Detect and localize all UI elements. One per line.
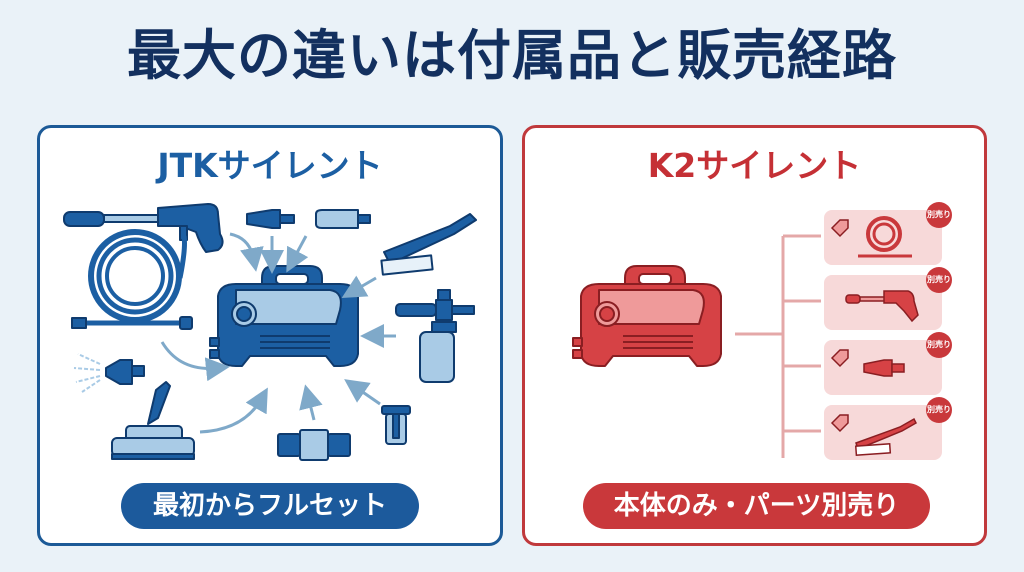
brush-icon (380, 213, 477, 276)
sold-separately-badge: 別売り (926, 397, 952, 423)
pressure-washer-unit-icon (572, 265, 722, 367)
page-title: 最大の違いは付属品と販売経路 (127, 24, 897, 87)
jtk-accessories-illustration (63, 203, 477, 461)
price-tag-icon (830, 219, 849, 238)
jtk-panel: JTKサイレント (37, 125, 503, 546)
jtk-panel-title: JTKサイレント (157, 146, 383, 185)
adjustable-nozzle-icon (246, 209, 295, 229)
sold-separately-card-brush: 別売り (824, 397, 952, 460)
k2-caption-pill: 本体のみ・パーツ別売り (583, 483, 930, 529)
sold-separately-card-nozzle: 別売り (824, 332, 952, 395)
k2-panel-title: K2サイレント (647, 146, 862, 185)
brush-icon (854, 417, 917, 456)
turbo-nozzle-icon (315, 209, 371, 229)
spray-nozzle-icon (73, 353, 145, 393)
hose-connector-icon (277, 429, 351, 461)
sold-separately-card-gun: 別売り (824, 267, 952, 330)
sold-separately-card-hose: 別売り (824, 202, 952, 265)
sold-separately-badge: 別売り (926, 202, 952, 228)
connector-lines (735, 234, 821, 458)
arrows (160, 232, 396, 434)
water-filter-icon (381, 405, 411, 445)
patio-cleaner-icon (111, 381, 195, 460)
nozzle-icon (863, 359, 905, 377)
jtk-caption-pill: 最初からフルセット (121, 483, 419, 529)
spray-gun-icon (63, 203, 224, 253)
k2-panel: K2サイレント (522, 125, 987, 546)
pressure-washer-unit-icon (209, 265, 359, 367)
price-tag-icon (830, 414, 849, 433)
sold-separately-badge: 別売り (926, 267, 952, 293)
spray-gun-icon (845, 290, 919, 323)
hose-icon (71, 229, 193, 330)
price-tag-icon (830, 349, 849, 368)
foam-cannon-icon (395, 289, 475, 383)
hose-icon (858, 216, 912, 258)
sold-separately-badge: 別売り (926, 332, 952, 358)
k2-unit-illustration (572, 234, 821, 458)
